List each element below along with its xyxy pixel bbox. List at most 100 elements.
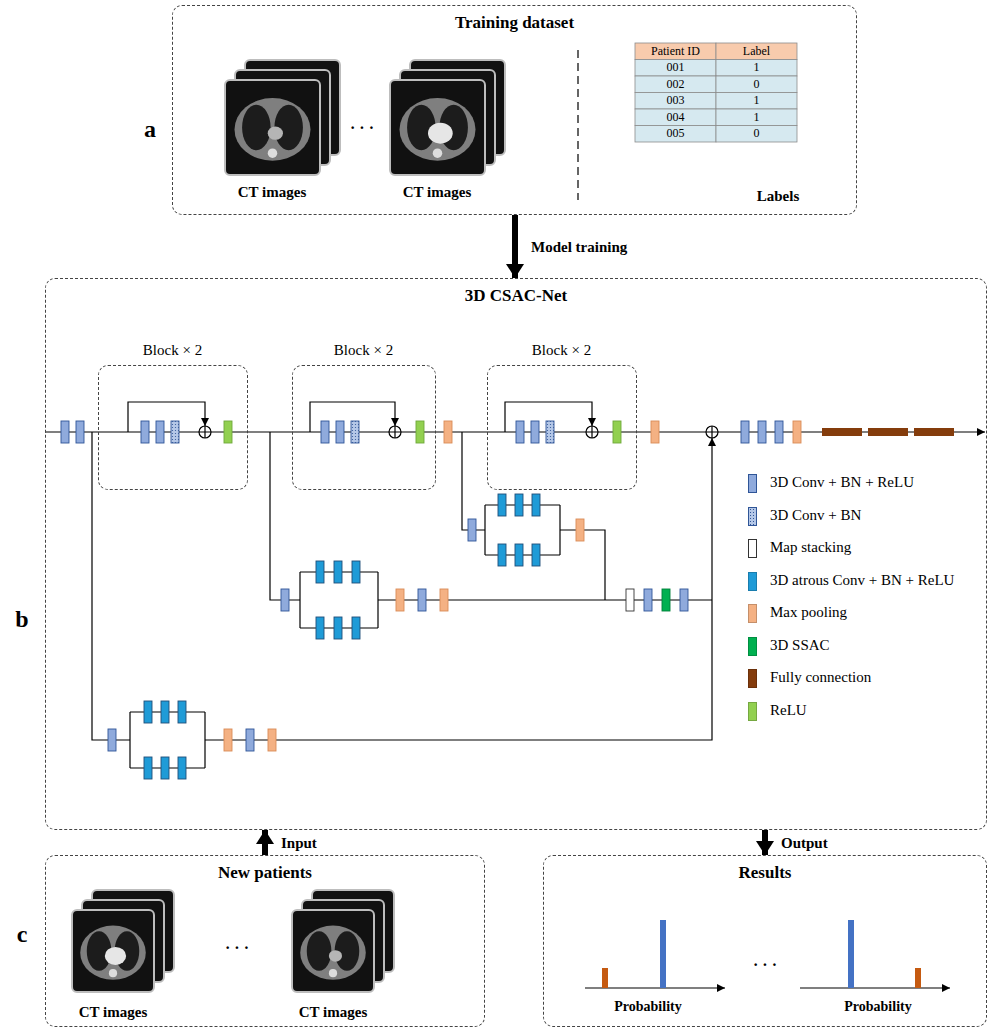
flow-arrow [262,830,268,855]
block-label: Block × 2 [532,342,591,359]
table-cell-text: 1 [754,94,760,108]
table-cell-text: 0 [754,78,760,92]
add-symbol [586,426,598,438]
image-caption: CT images [403,184,471,201]
layer-conv [516,421,524,443]
layer-relu [416,421,424,443]
layer-atr [144,757,152,779]
legend-swatch [748,604,757,623]
layer-cbn [546,421,554,443]
layer-conv [775,421,783,443]
block-group: Block × 2 [292,365,436,490]
layer-pool [440,589,448,611]
ct-body [80,926,146,980]
block-group: Block × 2 [98,365,248,490]
ct-body [235,98,311,161]
layer-atr [316,617,324,639]
layer-pool [651,421,659,443]
layer-atr [334,561,342,583]
layer-pool [576,519,584,541]
table-cell [716,76,797,93]
probability-bar [660,920,666,988]
wire [484,505,485,555]
table-cell [635,76,716,93]
layer-conv [418,589,426,611]
add-symbol [199,426,211,438]
fully-connected [914,428,954,436]
table-cell-text: 005 [667,127,685,141]
ct-body [300,926,366,980]
layer-atr [532,544,540,566]
panel-letter: c [17,921,28,949]
table-cell [716,126,797,143]
layer-atr [334,617,342,639]
layer-conv [76,421,84,443]
layer-atr [532,494,540,516]
legend-swatch [748,507,757,526]
legend-swatch [748,474,757,493]
layer-stack [626,589,634,611]
table-cell-text: Patient ID [651,45,700,59]
table-cell [716,109,797,126]
legend-swatch [748,539,757,558]
panel-title: New patients [218,863,312,883]
legend-swatch [748,702,757,721]
table-cell-text: 1 [754,61,760,75]
ct-slice [292,910,374,992]
divider [577,50,579,200]
ct-slice [390,80,485,175]
legend-swatch [748,572,757,591]
layer-conv [758,421,766,443]
table-cell [716,43,797,60]
image-caption: CT images [238,184,306,201]
ct-heart [329,950,342,961]
layer-pool [396,589,404,611]
table-caption: Labels [757,188,800,205]
ellipsis: · · · [350,119,374,137]
table-cell [635,109,716,126]
layer-conv [246,729,254,751]
layer-atr [515,494,523,516]
layer-ssac [662,589,670,611]
table-cell [716,60,797,77]
layer-atr [316,561,324,583]
layer-pool [268,729,276,751]
legend-text: 3D Conv + BN + ReLU [770,474,914,491]
layer-conv [156,421,164,443]
fully-connected [868,428,908,436]
layer-conv [680,589,688,611]
add-symbol [389,426,401,438]
block-label: Block × 2 [334,342,393,359]
layer-conv [644,589,652,611]
panel-letter: a [144,116,156,144]
layer-atr [515,544,523,566]
legend-text: 3D Conv + BN [770,507,861,524]
wire [800,987,950,988]
arrow-label: Input [279,834,319,851]
panel-letter: b [15,606,28,634]
table-cell [716,93,797,110]
arrow-label: Output [779,834,830,851]
flow-arrow [762,830,768,855]
table-cell-text: 1 [754,111,760,125]
probability-bar [915,968,921,988]
ct-slice [72,910,154,992]
wire [128,402,205,432]
layer-pool [444,421,452,443]
layer-atr [178,701,186,723]
panel-title: Results [739,863,792,883]
arrow-label: Model training [529,238,629,255]
ct-body [400,98,476,161]
legend-text: Max pooling [770,604,847,621]
add-symbol [586,426,598,438]
table-cell-text: 001 [667,61,685,75]
ct-lung [307,931,332,970]
flow-arrow [512,215,518,278]
panel-title: Training dataset [455,13,574,33]
image-caption: CT images [299,1004,367,1021]
layer-conv [531,421,539,443]
table-cell-text: 004 [667,111,685,125]
ellipsis: · · · [225,939,249,957]
layer-relu [224,421,232,443]
